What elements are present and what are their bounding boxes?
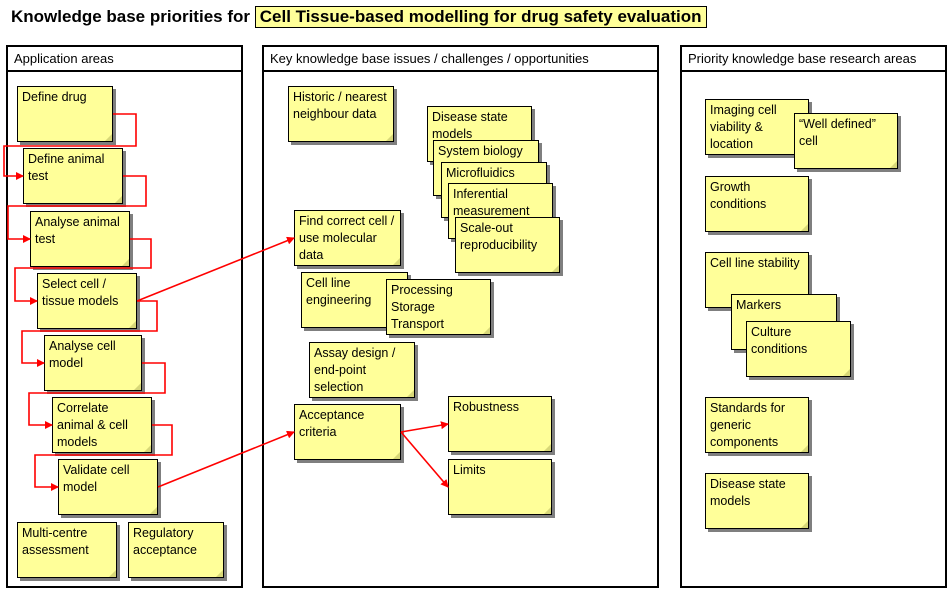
note-define-animal-test: Define animal test <box>23 148 123 204</box>
note-historic-nearest-neighbour-data: Historic / nearest neighbour data <box>288 86 394 142</box>
note-acceptance-criteria: Acceptance criteria <box>294 404 401 460</box>
note-analyse-animal-test: Analyse animal test <box>30 211 130 267</box>
note-correlate-animal-cell-models: Correlate animal & cell models <box>52 397 152 453</box>
note-regulatory-acceptance: Regulatory acceptance <box>128 522 224 578</box>
diagram-title: Knowledge base priorities for Cell Tissu… <box>11 6 707 28</box>
note-validate-cell-model: Validate cell model <box>58 459 158 515</box>
note-find-correct-cell: Find correct cell / use molecular data <box>294 210 401 266</box>
note-culture-conditions: Culture conditions <box>746 321 851 377</box>
note-imaging-cell-viability: Imaging cell viability & location <box>705 99 809 155</box>
note-well-defined-cell: “Well defined” cell <box>794 113 898 169</box>
title-highlight: Cell Tissue-based modelling for drug saf… <box>254 6 707 28</box>
note-processing-storage-transport: Processing Storage Transport <box>386 279 491 335</box>
note-standards-generic-components: Standards for generic components <box>705 397 809 453</box>
note-robustness: Robustness <box>448 396 552 452</box>
note-limits: Limits <box>448 459 552 515</box>
note-multi-centre-assessment: Multi-centre assessment <box>17 522 117 578</box>
note-assay-design: Assay design / end-point selection <box>309 342 415 398</box>
note-define-drug: Define drug <box>17 86 113 142</box>
note-scale-out-reproducibility: Scale-out reproducibility <box>455 217 560 273</box>
note-select-cell-tissue-models: Select cell / tissue models <box>37 273 137 329</box>
application-areas-header: Application areas <box>6 45 243 72</box>
key-issues-header: Key knowledge base issues / challenges /… <box>262 45 659 72</box>
note-disease-state-models-research: Disease state models <box>705 473 809 529</box>
note-growth-conditions: Growth conditions <box>705 176 809 232</box>
research-areas-header: Priority knowledge base research areas <box>680 45 947 72</box>
note-analyse-cell-model: Analyse cell model <box>44 335 142 391</box>
title-prefix: Knowledge base priorities for <box>11 7 250 26</box>
